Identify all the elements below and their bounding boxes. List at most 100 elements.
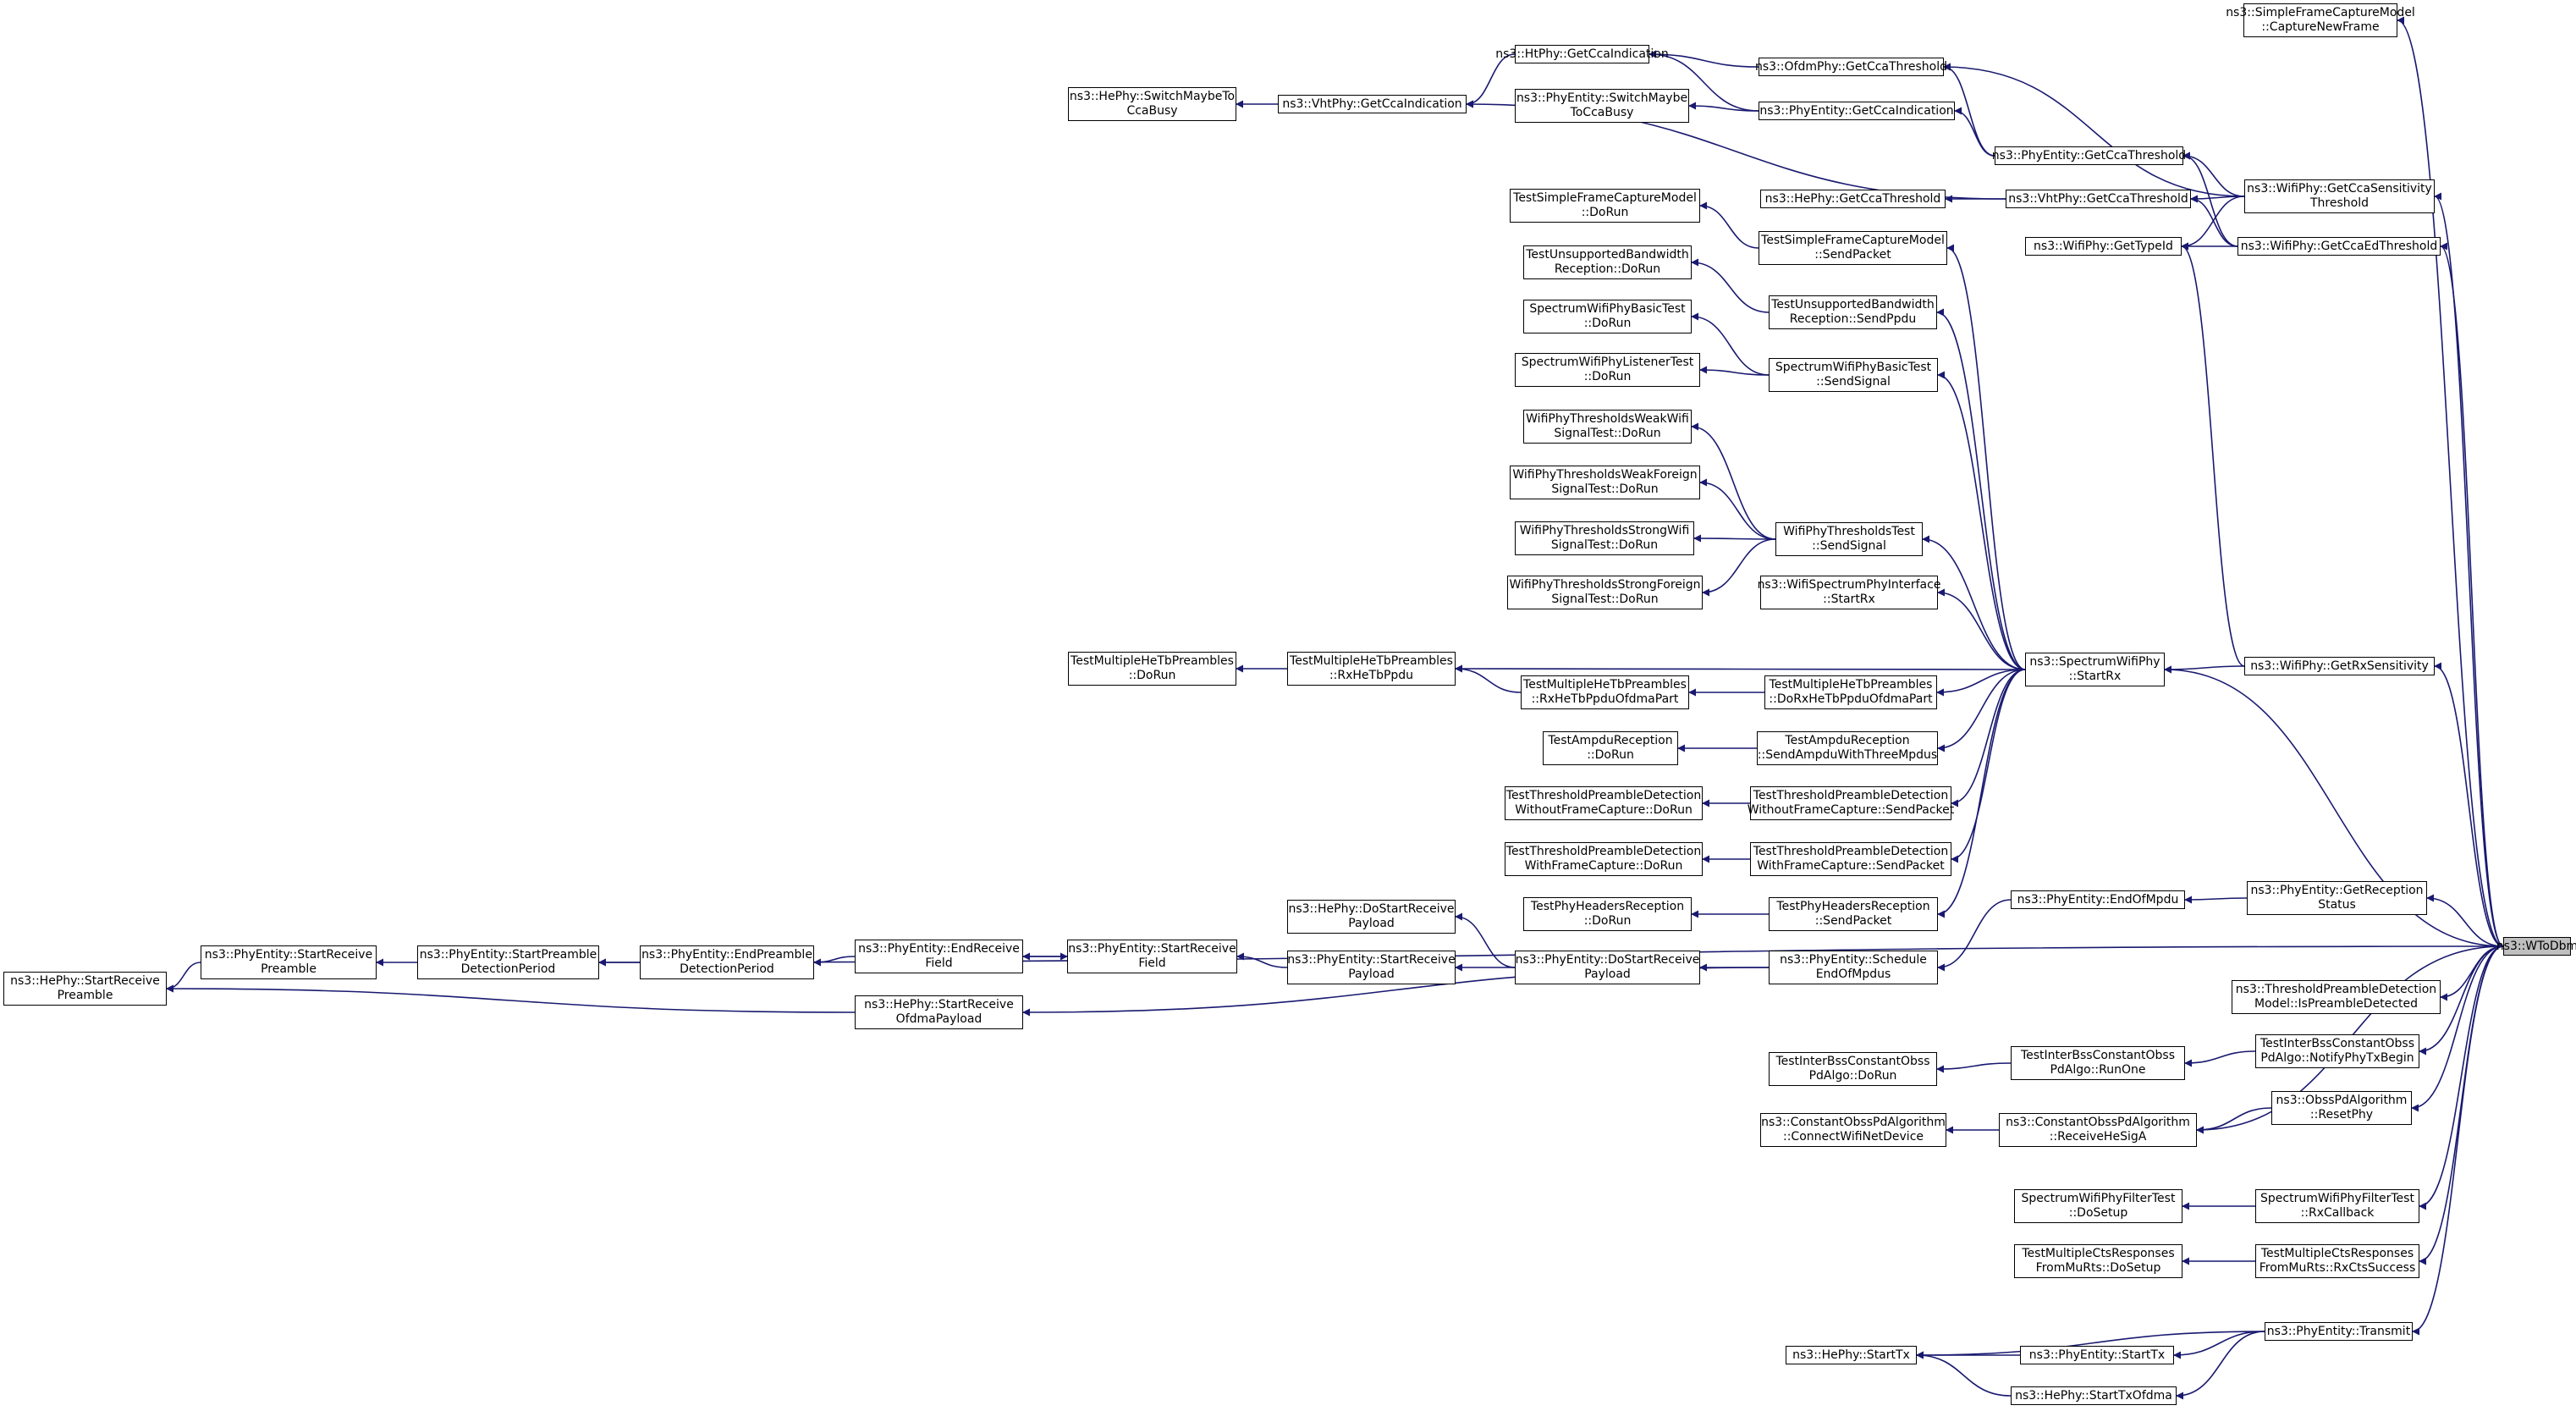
node-swpft-setup[interactable]: SpectrumWifiPhyFilterTest::DoSetup	[2014, 1189, 2182, 1223]
edge-tmhtp-dorxofdma-to-swp-startrx	[1936, 669, 2026, 697]
node-pe-getccaind[interactable]: ns3::PhyEntity::GetCcaIndication	[1759, 102, 1955, 120]
node-pe-starttx[interactable]: ns3::PhyEntity::StartTx	[2020, 1346, 2174, 1364]
node-label-line: ::StartRx	[1823, 593, 1875, 606]
node-label-line: ns3::HePhy::DoStartReceive	[1288, 902, 1455, 916]
node-label-line: SpectrumWifiPhyListenerTest	[1521, 356, 1694, 369]
edge-ht-getcca-to-ofdm-getcca	[1649, 50, 1759, 68]
node-label-line: ::SendPacket	[1814, 914, 1892, 928]
node-label-line: Field	[925, 956, 953, 970]
node-tsfcm-dorun[interactable]: TestSimpleFrameCaptureModel::DoRun	[1510, 189, 1700, 223]
node-sfcm-cap[interactable]: ns3::SimpleFrameCaptureModel::CaptureNew…	[2226, 3, 2415, 37]
node-he-starttx[interactable]: ns3::HePhy::StartTx	[1786, 1346, 1917, 1364]
node-swpbt-dorun[interactable]: SpectrumWifiPhyBasicTest::DoRun	[1523, 300, 1692, 333]
node-cobss-connect[interactable]: ns3::ConstantObssPdAlgorithm::ConnectWif…	[1760, 1113, 1946, 1147]
node-swplt-dorun[interactable]: SpectrumWifiPhyListenerTest::DoRun	[1515, 353, 1700, 387]
edge-he-startrecpre-to-he-startrecofdma	[166, 984, 856, 1013]
node-swpbt-send[interactable]: SpectrumWifiPhyBasicTest::SendSignal	[1769, 358, 1938, 392]
node-tmhtp-rxofdma[interactable]: TestMultipleHeTbPreambles::RxHeTbPpduOfd…	[1521, 675, 1689, 709]
node-tsfcm-send[interactable]: TestSimpleFrameCaptureModel::SendPacket	[1759, 231, 1947, 265]
node-wp-gettypeid[interactable]: ns3::WifiPhy::GetTypeId	[2025, 237, 2182, 256]
edge-obss-reset-to-wtodbm	[2411, 945, 2504, 1112]
node-tphr-dorun[interactable]: TestPhyHeadersReception::DoRun	[1523, 897, 1692, 931]
node-label-line: TestMultipleCtsResponses	[2260, 1247, 2414, 1260]
node-label-line: Preamble	[57, 989, 113, 1002]
node-ht-getcca[interactable]: ns3::HtPhy::GetCcaIndication	[1495, 45, 1669, 63]
node-label-line: ::DoRxHeTbPpduOfdmaPart	[1769, 692, 1933, 706]
node-swp-startrx[interactable]: ns3::SpectrumWifiPhy::StartRx	[2025, 653, 2165, 686]
node-tar-send[interactable]: TestAmpduReception::SendAmpduWithThreeMp…	[1757, 731, 1938, 765]
node-label-line: ns3::ConstantObssPdAlgorithm	[2006, 1116, 2190, 1129]
edge-tubr-send-to-swp-startrx	[1936, 308, 2026, 670]
node-pe-getccathr[interactable]: ns3::PhyEntity::GetCcaThreshold	[1992, 146, 2186, 165]
node-label-line: WifiPhyThresholdsStrongWifi	[1519, 524, 1690, 537]
node-he-starttxofdma[interactable]: ns3::HePhy::StartTxOfdma	[2011, 1386, 2177, 1405]
node-pe-endofmpdu[interactable]: ns3::PhyEntity::EndOfMpdu	[2011, 890, 2185, 909]
edge-tsfcm-dorun-to-tsfcm-send	[1699, 201, 1759, 249]
edge-wpt-send-to-swp-startrx	[1922, 535, 2026, 670]
node-label-line: FromMuRts::RxCtsSuccess	[2259, 1261, 2416, 1275]
node-wp-getccaed[interactable]: ns3::WifiPhy::GetCcaEdThreshold	[2237, 237, 2441, 256]
node-tar-dorun[interactable]: TestAmpduReception::DoRun	[1543, 731, 1678, 765]
node-he-getccathr[interactable]: ns3::HePhy::GetCcaThreshold	[1760, 190, 1946, 208]
node-tphr-send[interactable]: TestPhyHeadersReception::SendPacket	[1769, 897, 1938, 931]
node-wp-getrxsens[interactable]: ns3::WifiPhy::GetRxSensitivity	[2244, 657, 2435, 675]
node-vht-getccathr[interactable]: ns3::VhtPhy::GetCcaThreshold	[2006, 190, 2191, 208]
node-cobss-receive[interactable]: ns3::ConstantObssPdAlgorithm::ReceiveHeS…	[1999, 1113, 2197, 1147]
node-swpft-rxcb[interactable]: SpectrumWifiPhyFilterTest::RxCallback	[2255, 1189, 2419, 1223]
node-label-line: ns3::WifiPhy::GetRxSensitivity	[2250, 659, 2429, 673]
node-vht-getccaind[interactable]: ns3::VhtPhy::GetCcaIndication	[1278, 95, 1467, 113]
node-label-line: TestMultipleHeTbPreambles	[1290, 654, 1453, 668]
node-label-line: WifiPhyThresholdsStrongForeign	[1509, 578, 1701, 592]
edge-swplt-dorun-to-swpbt-send	[1699, 366, 1770, 376]
node-label-line: TestInterBssConstantObss	[2260, 1037, 2415, 1050]
node-label-line: ::DoRun	[1583, 317, 1632, 330]
node-tmhtp-dorxofdma[interactable]: TestMultipleHeTbPreambles::DoRxHeTbPpduO…	[1764, 675, 1937, 709]
node-label-line: TestMultipleCtsResponses	[2022, 1247, 2175, 1260]
node-wtodbm[interactable]: ns3::WToDbm	[2496, 937, 2576, 956]
node-label-line: ns3::PhyEntity::StartPreamble	[419, 948, 597, 962]
node-wspi-startrx[interactable]: ns3::WifiSpectrumPhyInterface::StartRx	[1758, 576, 1940, 609]
node-tmhtp-dorun[interactable]: TestMultipleHeTbPreambles::DoRun	[1068, 652, 1236, 686]
node-tmhtp-rxhe[interactable]: TestMultipleHeTbPreambles::RxHeTbPpdu	[1287, 652, 1456, 686]
node-label-line: TestMultipleHeTbPreambles	[1071, 654, 1234, 668]
node-ofdm-getcca[interactable]: ns3::OfdmPhy::GetCcaThreshold	[1755, 58, 1947, 76]
node-obss-reset[interactable]: ns3::ObssPdAlgorithm::ResetPhy	[2271, 1091, 2412, 1125]
node-wpt-send[interactable]: WifiPhyThresholdsTest::SendSignal	[1775, 522, 1923, 556]
edge-swp-startrx-to-wtodbm	[2164, 665, 2504, 947]
node-label-line: PdAlgo::NotifyPhyTxBegin	[2260, 1051, 2414, 1065]
edge-he-starttx-to-he-starttxofdma	[1916, 1351, 2012, 1397]
node-pe-transmit[interactable]: ns3::PhyEntity::Transmit	[2265, 1322, 2413, 1341]
node-label-line: ::ResetPhy	[2309, 1108, 2374, 1122]
